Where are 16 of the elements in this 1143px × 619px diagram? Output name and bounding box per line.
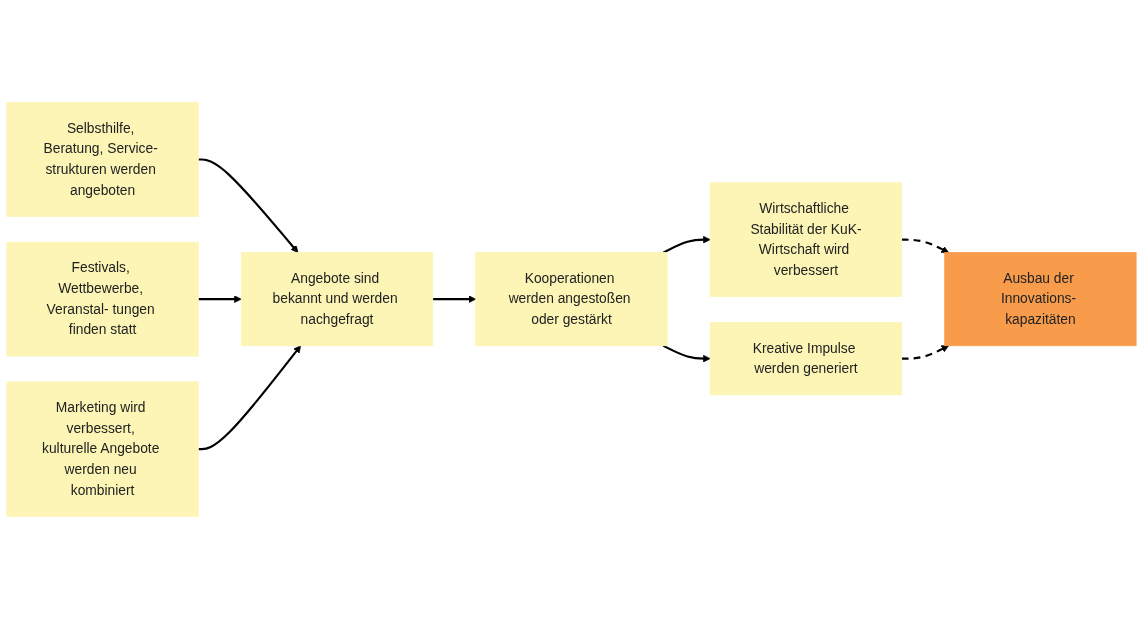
node-box: Festivals, Wettbewerbe, Veranstal- tungen finden statt: [6, 241, 199, 357]
arrow: [662, 344, 711, 363]
arrow: [198, 158, 299, 253]
node-box: Selbsthilfe, Beratung, Service- strukturen werden angeboten: [6, 102, 199, 217]
arrow: [198, 295, 242, 303]
node-box: Marketing wird verbessert, kulturelle Angebote werden neu kombiniert: [6, 381, 199, 517]
arrow: [432, 295, 477, 303]
arrow: [901, 238, 949, 253]
node-box: Kooperationen werden angestoßen oder gestärkt: [475, 252, 668, 347]
node-box: Angebote sind bekannt und werden nachgefragt: [240, 252, 434, 347]
node-box: Kreative Impulse werden generiert: [709, 322, 903, 396]
arrow: [662, 235, 711, 254]
arrow: [198, 345, 301, 451]
node-box: Wirtschaftliche Stabilität der KuK-Wirtschaft wird verbessert: [709, 182, 903, 297]
arrow: [901, 345, 949, 360]
node-box: Ausbau der Innovations- kapazitäten: [944, 252, 1137, 347]
